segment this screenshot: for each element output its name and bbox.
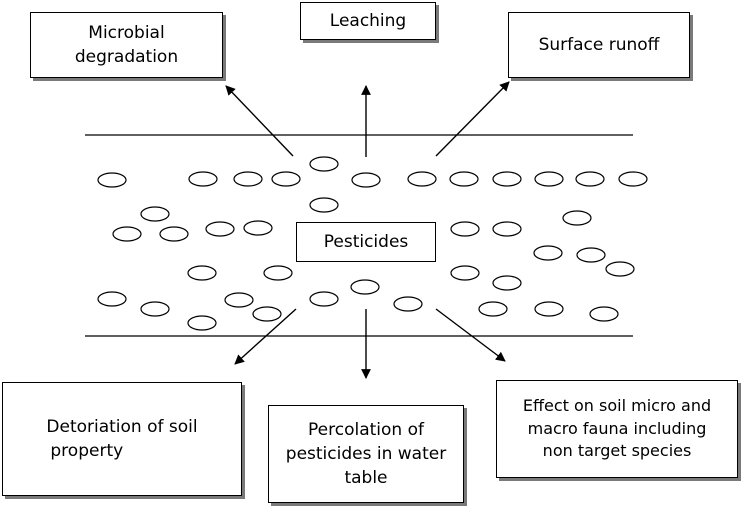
particle — [350, 279, 380, 295]
particle — [188, 171, 218, 187]
soil-fauna-box: Effect on soil micro and macro fauna inc… — [496, 380, 738, 478]
arrow-to-soil-fauna — [435, 308, 506, 362]
particle — [205, 221, 235, 237]
soil-property-line-1: Detoriation of soil — [46, 416, 198, 437]
surface-runoff-label: Surface runoff — [538, 34, 660, 55]
particle — [393, 296, 423, 312]
particle — [140, 206, 170, 222]
particle — [309, 291, 339, 307]
microbial-degradation-box: Microbial degradation — [30, 12, 223, 78]
particle — [589, 306, 619, 322]
particle — [618, 171, 648, 187]
arrow-to-soil-property — [234, 308, 297, 365]
soil-fauna-line-1: Effect on soil micro and — [522, 395, 712, 415]
particle — [492, 171, 522, 187]
pesticides-label: Pesticides — [323, 231, 409, 252]
arrow-to-surface-runoff — [435, 81, 510, 157]
particle — [534, 301, 564, 317]
particle — [605, 261, 635, 277]
particle — [450, 221, 480, 237]
particle — [233, 171, 263, 187]
percolation-line-1: Percolation of — [308, 419, 424, 440]
particle — [492, 221, 522, 237]
particle — [407, 171, 437, 187]
particle — [533, 245, 563, 261]
particle — [263, 265, 293, 281]
particle — [187, 315, 217, 331]
soil-fauna-line-2: macro fauna including — [527, 418, 707, 438]
particle — [492, 275, 522, 291]
particle — [187, 265, 217, 281]
particle — [562, 210, 592, 226]
particle — [576, 247, 606, 263]
particle — [97, 172, 127, 188]
particle — [449, 171, 479, 187]
leaching-label: Leaching — [329, 10, 407, 31]
soil-property-box: Detoriation of soil property — [2, 382, 242, 496]
surface-runoff-box: Surface runoff — [508, 12, 690, 78]
percolation-box: Percolation of pesticides in water table — [268, 405, 464, 503]
particle — [534, 171, 564, 187]
particle — [309, 156, 339, 172]
particle — [351, 172, 381, 188]
particle — [243, 220, 273, 236]
particle — [112, 226, 142, 242]
particle — [271, 171, 301, 187]
particle — [575, 171, 605, 187]
soil-property-line-2: property — [50, 441, 124, 461]
pesticides-box: Pesticides — [296, 222, 436, 262]
particle — [159, 226, 189, 242]
particle — [224, 292, 254, 308]
microbial-degradation-line-1: Microbial — [88, 22, 165, 43]
particle — [140, 301, 170, 317]
particle — [309, 197, 339, 213]
particle-group — [97, 156, 648, 331]
percolation-line-2: pesticides in water — [285, 443, 447, 464]
soil-fauna-line-3: non target species — [542, 441, 692, 461]
leaching-box: Leaching — [300, 2, 436, 40]
particle — [478, 301, 508, 317]
particle — [252, 306, 282, 322]
particle — [450, 265, 480, 281]
microbial-degradation-line-2: degradation — [74, 47, 179, 67]
percolation-line-3: table — [344, 468, 388, 489]
particle — [97, 291, 127, 307]
arrow-to-microbial-degradation — [225, 85, 294, 157]
